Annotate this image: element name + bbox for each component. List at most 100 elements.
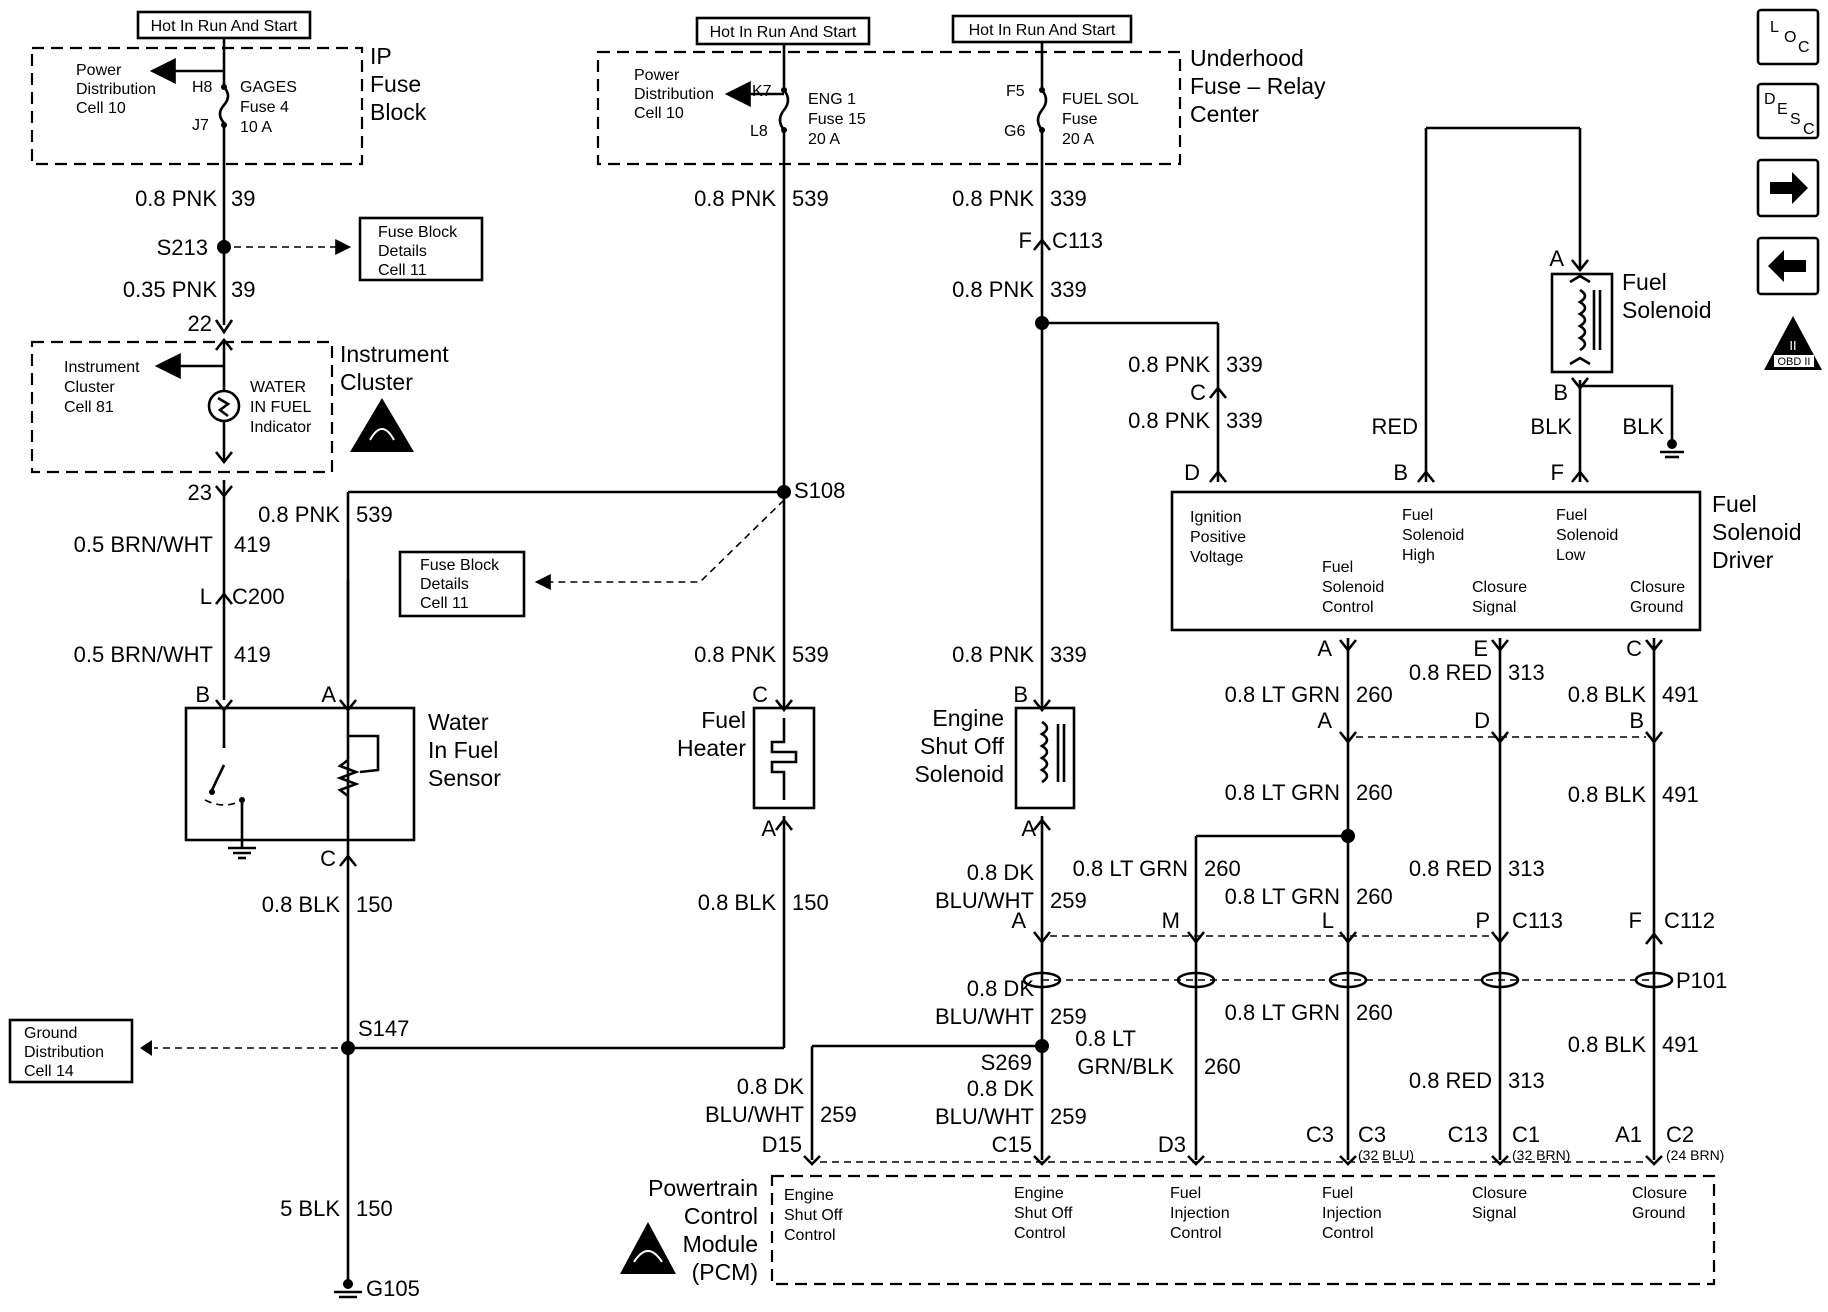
svg-text:Distribution: Distribution	[634, 86, 714, 103]
svg-text:0.8 BLK: 0.8 BLK	[1568, 782, 1647, 807]
svg-text:In Fuel: In Fuel	[428, 737, 498, 763]
svg-text:ENG 1: ENG 1	[808, 91, 856, 108]
svg-text:339: 339	[1050, 186, 1087, 211]
svg-text:High: High	[1402, 547, 1435, 564]
svg-text:Closure: Closure	[1472, 1185, 1527, 1202]
loc-button[interactable]: L O C	[1756, 8, 1820, 66]
svg-text:Control: Control	[1014, 1225, 1066, 1242]
svg-text:260: 260	[1356, 682, 1393, 707]
svg-text:(PCM): (PCM)	[692, 1259, 758, 1285]
fuse-block-ref-2[interactable]: Fuse Block Details Cell 11	[398, 550, 526, 618]
svg-text:539: 539	[792, 186, 829, 211]
svg-text:(24 BRN): (24 BRN)	[1666, 1147, 1724, 1163]
svg-text:Injection: Injection	[1170, 1205, 1230, 1222]
solenoid-coil-icon	[1039, 720, 1049, 784]
svg-text:GRN/BLK: GRN/BLK	[1077, 1054, 1174, 1079]
svg-text:A: A	[1317, 708, 1332, 733]
desc-button[interactable]: D E S C	[1756, 82, 1820, 140]
svg-text:K7: K7	[752, 83, 772, 100]
svg-text:0.8 DK: 0.8 DK	[967, 860, 1035, 885]
svg-text:Power: Power	[634, 67, 680, 84]
svg-text:Low: Low	[1556, 547, 1586, 564]
svg-text:G105: G105	[366, 1276, 420, 1301]
ground-distribution-ref[interactable]: Ground Distribution Cell 14	[8, 1018, 134, 1084]
svg-text:Cluster: Cluster	[64, 379, 115, 396]
svg-text:FUEL SOL: FUEL SOL	[1062, 91, 1139, 108]
solenoid-coil-icon-2	[1577, 288, 1587, 352]
svg-text:Control: Control	[684, 1203, 758, 1229]
hot-in-run-label-3: Hot In Run And Start	[951, 14, 1133, 44]
svg-text:C15: C15	[992, 1132, 1032, 1157]
svg-text:339: 339	[1226, 352, 1263, 377]
svg-text:23: 23	[188, 480, 212, 505]
next-button[interactable]	[1756, 158, 1820, 218]
svg-text:5 BLK: 5 BLK	[280, 1196, 340, 1221]
svg-text:C: C	[1798, 39, 1810, 56]
svg-text:0.8 BLK: 0.8 BLK	[698, 890, 777, 915]
svg-text:419: 419	[234, 642, 271, 667]
svg-text:Control: Control	[784, 1227, 836, 1244]
underhood-fuse-relay-center: Underhood Fuse – Relay Center Power Dist…	[596, 45, 1326, 166]
svg-text:260: 260	[1356, 884, 1393, 909]
svg-text:D15: D15	[762, 1132, 802, 1157]
svg-text:Cluster: Cluster	[340, 369, 413, 395]
svg-text:G6: G6	[1004, 123, 1025, 140]
variable-resistor	[336, 758, 360, 798]
prev-button[interactable]	[1756, 236, 1820, 296]
svg-text:339: 339	[1050, 642, 1087, 667]
svg-text:Solenoid: Solenoid	[1402, 527, 1464, 544]
splice-s147	[341, 1041, 355, 1055]
svg-text:0.5 BRN/WHT: 0.5 BRN/WHT	[74, 532, 213, 557]
hot-in-run-label-2: Hot In Run And Start	[695, 16, 871, 46]
svg-text:20 A: 20 A	[808, 131, 840, 148]
water-in-fuel-sensor: Water In Fuel Sensor B A C	[184, 682, 501, 871]
instrument-cluster: Instrument Cluster Instrument Cluster Ce…	[30, 340, 449, 474]
svg-text:0.8 PNK: 0.8 PNK	[952, 186, 1034, 211]
svg-text:IN FUEL: IN FUEL	[250, 399, 311, 416]
svg-text:Hot In Run And Start: Hot In Run And Start	[710, 24, 857, 41]
svg-text:10 A: 10 A	[240, 119, 272, 136]
svg-text:491: 491	[1662, 682, 1699, 707]
svg-text:F: F	[1019, 228, 1032, 253]
svg-text:260: 260	[1204, 1054, 1241, 1079]
fuse-block-ref-1[interactable]: Fuse Block Details Cell 11	[358, 216, 484, 282]
svg-text:Control: Control	[1322, 1225, 1374, 1242]
svg-text:0.8 RED: 0.8 RED	[1409, 856, 1492, 881]
svg-text:M: M	[1162, 908, 1180, 933]
svg-text:0.8 BLK: 0.8 BLK	[1568, 682, 1647, 707]
svg-text:539: 539	[356, 502, 393, 527]
svg-text:39: 39	[231, 277, 255, 302]
svg-text:Details: Details	[378, 243, 427, 260]
svg-text:BLU/WHT: BLU/WHT	[935, 1104, 1034, 1129]
svg-text:Fuel: Fuel	[1556, 507, 1587, 524]
obd-ii-icon[interactable]: OBD II II	[1764, 316, 1822, 370]
svg-text:Engine: Engine	[1014, 1185, 1064, 1202]
svg-text:Cell 10: Cell 10	[634, 105, 684, 122]
splice-s213	[217, 240, 231, 254]
svg-text:Solenoid: Solenoid	[1322, 579, 1384, 596]
svg-text:B: B	[195, 682, 210, 707]
svg-text:A: A	[1549, 246, 1564, 271]
svg-text:Engine: Engine	[932, 705, 1004, 731]
svg-text:(32 BLU): (32 BLU)	[1358, 1147, 1414, 1163]
svg-text:J7: J7	[192, 117, 209, 134]
svg-text:0.35 PNK: 0.35 PNK	[123, 277, 217, 302]
svg-text:0.8 LT GRN: 0.8 LT GRN	[1225, 1000, 1340, 1025]
svg-text:Fuse Block: Fuse Block	[378, 224, 458, 241]
svg-text:BLU/WHT: BLU/WHT	[935, 1004, 1034, 1029]
svg-text:Control: Control	[1322, 599, 1374, 616]
svg-text:C200: C200	[232, 584, 285, 609]
ip-fuse-block: IP Fuse Block Power Distribution Cell 10…	[30, 43, 427, 166]
svg-text:Signal: Signal	[1472, 599, 1516, 616]
svg-text:H8: H8	[192, 79, 213, 96]
svg-text:S147: S147	[358, 1016, 409, 1041]
svg-text:A: A	[1011, 908, 1026, 933]
svg-text:C3: C3	[1358, 1122, 1386, 1147]
hot-in-run-label-1: Hot In Run And Start	[136, 10, 312, 40]
svg-text:491: 491	[1662, 1032, 1699, 1057]
svg-text:C113: C113	[1052, 228, 1103, 253]
svg-text:A: A	[1021, 816, 1036, 841]
svg-text:F5: F5	[1006, 83, 1025, 100]
svg-text:0.8 PNK: 0.8 PNK	[135, 186, 217, 211]
